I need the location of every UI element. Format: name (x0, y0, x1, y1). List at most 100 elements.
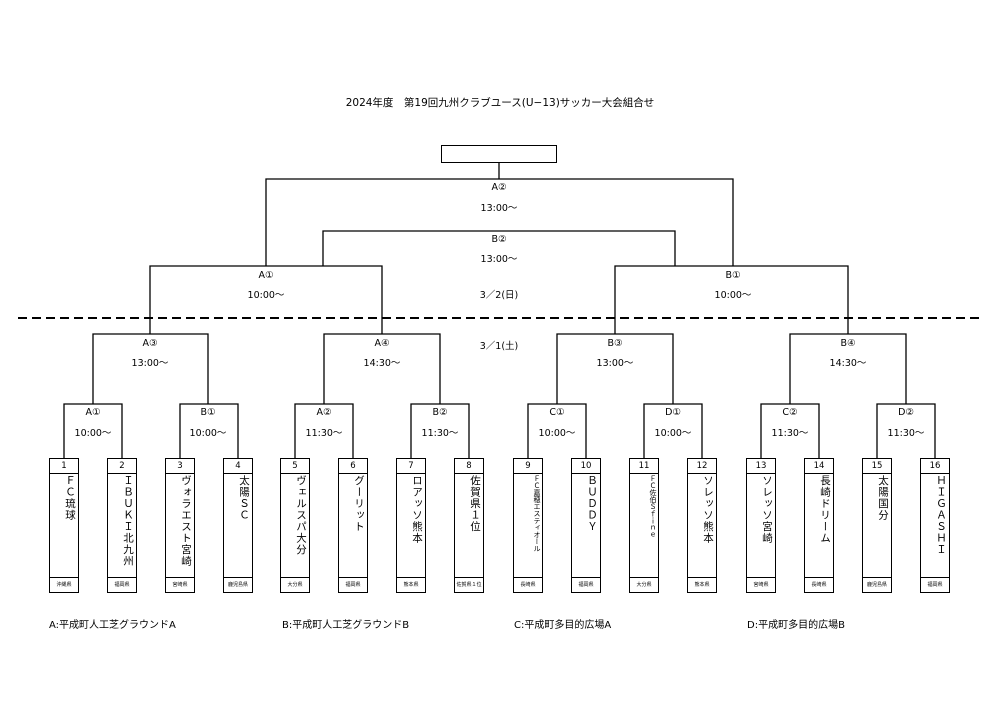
round1-time: 10:00〜 (74, 428, 112, 439)
round1-code: D② (898, 407, 914, 418)
team-name: ヴォラエスト宮崎 (180, 475, 192, 567)
round1-code: C① (549, 407, 565, 418)
team-number: 3 (166, 459, 194, 474)
team-name: ＢＵＤＤＹ (586, 475, 598, 533)
date-day2: 3／2(日) (479, 290, 519, 301)
team-number: 13 (747, 459, 775, 474)
team-name: 太陽ＳＣ (238, 475, 250, 521)
venue-b: B:平成町人工芝グラウンドB (282, 620, 410, 631)
team-number: 14 (805, 459, 833, 474)
semifinal-b-line (614, 265, 849, 334)
quarterfinal-b4-line (789, 333, 907, 404)
team-box: 13 ソレッソ宮崎 宮崎県 (746, 458, 776, 593)
semifinal-time: 10:00〜 (247, 290, 285, 301)
team-name: ＦＣ琉球 (64, 475, 76, 521)
team-number: 6 (339, 459, 367, 474)
round1-d1-line (643, 403, 703, 458)
venue-c: C:平成町多目的広場A (514, 620, 612, 631)
team-number: 9 (514, 459, 542, 474)
third-place-line (322, 230, 676, 266)
round1-a2-line (294, 403, 354, 458)
team-number: 8 (455, 459, 483, 474)
team-box: 7 ロアッソ熊本 熊本県 (396, 458, 426, 593)
page-title: 2024年度 第19回九州クラブユース(U−13)サッカー大会組合せ (345, 97, 655, 109)
venue-a: A:平成町人工芝グラウンドA (49, 620, 176, 631)
round1-code: C② (782, 407, 798, 418)
team-number: 15 (863, 459, 891, 474)
team-prefecture: 長崎県 (805, 577, 833, 592)
team-prefecture: 宮崎県 (166, 577, 194, 592)
team-prefecture: 福岡県 (572, 577, 600, 592)
team-prefecture: 熊本県 (397, 577, 425, 592)
team-box: 11 ＦＣ佐伯Ｓｆｉｎｅ 大分県 (629, 458, 659, 593)
quarterfinal-time: 14:30〜 (363, 358, 401, 369)
round1-code: D① (665, 407, 681, 418)
team-prefecture: 鹿児島県 (863, 577, 891, 592)
round1-code: B① (200, 407, 216, 418)
team-name: ＦＣ佐伯Ｓｆｉｎｅ (649, 475, 657, 538)
round1-time: 11:30〜 (305, 428, 343, 439)
semifinal-code: A① (258, 270, 274, 281)
round1-time: 10:00〜 (538, 428, 576, 439)
round1-time: 11:30〜 (771, 428, 809, 439)
semifinal-time: 10:00〜 (714, 290, 752, 301)
team-box: 6 グーリット 福岡県 (338, 458, 368, 593)
semifinal-a-line (149, 265, 383, 334)
quarterfinal-a4-line (323, 333, 441, 404)
round1-time: 10:00〜 (654, 428, 692, 439)
team-prefecture: 佐賀県１位 (455, 577, 483, 592)
team-box: 2 ＩＢＵＫＩ北九州 福岡県 (107, 458, 137, 593)
team-number: 1 (50, 459, 78, 474)
quarterfinal-b3-line (556, 333, 674, 404)
team-prefecture: 宮崎県 (747, 577, 775, 592)
team-prefecture: 福岡県 (339, 577, 367, 592)
team-prefecture: 福岡県 (108, 577, 136, 592)
round1-b1-line (179, 403, 239, 458)
semifinal-code: B① (725, 270, 741, 281)
quarterfinal-code: B③ (607, 338, 623, 349)
team-name: 太陽国分 (877, 475, 889, 521)
round1-code: A① (85, 407, 101, 418)
team-name: ソレッソ宮崎 (761, 475, 773, 544)
round1-time: 10:00〜 (189, 428, 227, 439)
team-prefecture: 大分県 (281, 577, 309, 592)
team-name: ＨＩＧＡＳＨＩ (935, 475, 947, 556)
round1-code: B② (432, 407, 448, 418)
team-box: 10 ＢＵＤＤＹ 福岡県 (571, 458, 601, 593)
team-box: 15 太陽国分 鹿児島県 (862, 458, 892, 593)
team-prefecture: 鹿児島県 (224, 577, 252, 592)
team-number: 10 (572, 459, 600, 474)
team-box: 12 ソレッソ熊本 熊本県 (687, 458, 717, 593)
team-name: ロアッソ熊本 (411, 475, 423, 544)
quarterfinal-a3-line (92, 333, 209, 404)
quarterfinal-code: A④ (374, 338, 390, 349)
champion-box (441, 145, 557, 163)
team-name: ＩＢＵＫＩ北九州 (122, 475, 134, 567)
team-number: 7 (397, 459, 425, 474)
team-prefecture: 長崎県 (514, 577, 542, 592)
team-number: 16 (921, 459, 949, 474)
team-number: 5 (281, 459, 309, 474)
team-box: 4 太陽ＳＣ 鹿児島県 (223, 458, 253, 593)
team-box: 5 ヴェルスパ大分 大分県 (280, 458, 310, 593)
third-place-code: B② (491, 234, 507, 245)
team-box: 1 ＦＣ琉球 沖縄県 (49, 458, 79, 593)
team-box: 16 ＨＩＧＡＳＨＩ 福岡県 (920, 458, 950, 593)
team-number: 11 (630, 459, 658, 474)
quarterfinal-time: 13:00〜 (596, 358, 634, 369)
round1-a1-line (63, 403, 123, 458)
quarterfinal-code: B④ (840, 338, 856, 349)
team-box: 9 ＦＣ嘉穂エスティオール 長崎県 (513, 458, 543, 593)
round1-b2-line (410, 403, 470, 458)
third-place-time: 13:00〜 (480, 254, 518, 265)
team-box: 14 長崎ドリーム 長崎県 (804, 458, 834, 593)
round1-time: 11:30〜 (887, 428, 925, 439)
venue-d: D:平成町多目的広場B (747, 620, 845, 631)
team-prefecture: 福岡県 (921, 577, 949, 592)
team-prefecture: 熊本県 (688, 577, 716, 592)
quarterfinal-time: 14:30〜 (829, 358, 867, 369)
team-name: グーリット (353, 475, 365, 533)
team-name: ＦＣ嘉穂エスティオール (533, 475, 541, 552)
team-box: 3 ヴォラエスト宮崎 宮崎県 (165, 458, 195, 593)
quarterfinal-time: 13:00〜 (131, 358, 169, 369)
